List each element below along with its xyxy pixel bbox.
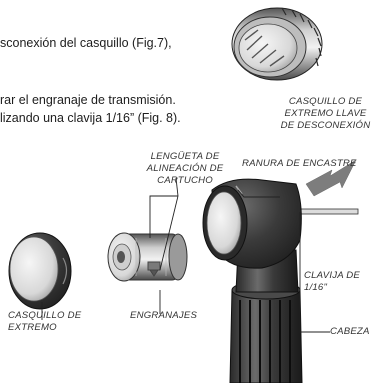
cartridge-graphic (107, 232, 188, 282)
instruction-line-3: lizando una clavija 1/16” (Fig. 8). (0, 111, 181, 125)
label-pin-line1: CLAVIJA DE (304, 270, 361, 281)
label-groove: RANURA DE ENCASTRE (242, 158, 357, 169)
label-alignment-tab-line3: CARTUCHO (157, 175, 213, 186)
label-gears: ENGRANAJES (130, 310, 198, 321)
label-end-cap-line1: CASQUILLO DE (8, 310, 82, 321)
label-end-cap: CASQUILLO DE EXTREMO (8, 310, 81, 334)
label-wrench-socket-line2: EXTREMO LLAVE (284, 108, 367, 119)
wrench-socket-graphic (231, 7, 323, 81)
label-pin-line2: 1/16" (304, 282, 328, 293)
insert-direction-arrow (305, 159, 357, 197)
label-wrench-socket-line3: DE DESCONEXIÓN (280, 120, 371, 131)
label-alignment-tab-line1: LENGÜETA DE (150, 151, 220, 162)
label-head: CABEZA (330, 326, 370, 337)
end-cap-graphic (8, 232, 72, 310)
instruction-line-2: rar el engranaje de transmisión. (0, 93, 176, 107)
label-end-cap-line2: EXTREMO (8, 322, 57, 333)
label-wrench-socket-line1: CASQUILLO DE (288, 96, 363, 107)
label-wrench-socket: CASQUILLO DE EXTREMO LLAVE DE DESCONEXIÓ… (278, 96, 371, 132)
label-alignment-tab: LENGÜETA DE ALINEACIÓN DE CARTUCHO (138, 151, 232, 187)
label-pin: CLAVIJA DE 1/16" (304, 270, 360, 294)
leader-lines (41, 177, 330, 333)
label-alignment-tab-line2: ALINEACIÓN DE (146, 163, 224, 174)
instruction-line-1: sconexión del casquillo (Fig.7), (0, 36, 172, 50)
head-graphic (202, 178, 359, 383)
